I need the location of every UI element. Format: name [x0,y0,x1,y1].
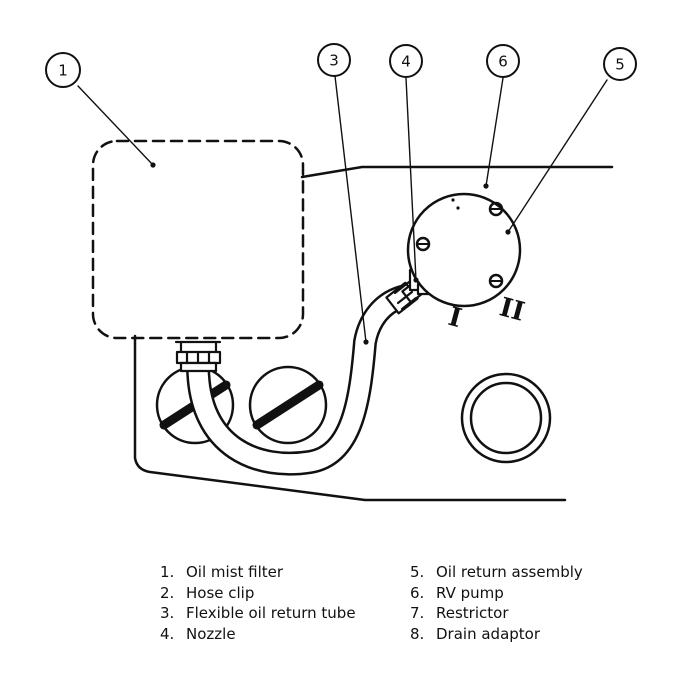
legend-num: 2. [160,583,175,602]
marking-left: I [445,302,465,334]
legend-left: 1. Oil mist filter 2. Hose clip 3. Flexible… [160,562,390,644]
dot-6 [483,183,489,189]
legend-num: 4. [160,624,175,643]
legend-label: Restrictor [436,604,509,622]
dot-plate-b [456,206,460,210]
legend-item: 7. Restrictor [410,603,650,624]
callout-label-1: 1 [58,62,68,80]
callout-circle-4 [389,44,423,78]
legend-label: Oil return assembly [436,563,583,581]
legend-item: 4. Nozzle [160,624,390,645]
legend-label: Drain adaptor [436,624,541,643]
legend-right: 5. Oil return assembly 6. RV pump 7. Restri… [410,562,650,644]
legend-item: 1. Oil mist filter [160,562,390,583]
callout-label-6: 6 [498,53,508,71]
marking-right: II [496,292,527,327]
legend-item: 3. Flexible oil return tube [160,603,390,624]
legend-num: 7. [410,604,425,622]
legend-num: 3. [160,604,175,622]
callout-label-4: 4 [401,53,411,71]
oil-return-assembly [406,192,522,308]
legend-label: RV pump [436,583,504,602]
callout-circle-3 [317,43,351,77]
legend-item: 6. RV pump [410,583,650,604]
oil-mist-filter [91,139,305,340]
callout-circle-5 [603,47,637,81]
legend-label: Hose clip [186,583,255,602]
legend-label: Nozzle [186,624,236,643]
callout-circle-1 [45,52,81,88]
port-middle [248,365,328,445]
dot-3 [363,339,369,345]
legend-num: 5. [410,563,425,581]
leader-4 [405,77,417,281]
callout-circle-6 [486,44,520,78]
legend-item: 5. Oil return assembly [410,562,650,583]
legend-label: Flexible oil return tube [186,604,356,622]
legend-num: 8. [410,624,425,643]
callout-label-5: 5 [615,56,625,74]
dot-1 [150,162,156,168]
dot-plate-a [451,198,455,202]
dot-4 [413,277,419,283]
leader-5 [507,79,608,233]
callout-label-3: 3 [329,52,339,70]
leader-1 [77,85,154,166]
leader-3 [334,75,367,343]
legend-item: 8. Drain adaptor [410,624,650,645]
legend-num: 1. [160,563,175,581]
legend-item: 2. Hose clip [160,583,390,604]
pump-body-outline [133,165,614,502]
leader-6 [485,77,504,187]
port-right [460,372,552,464]
drain-adaptor [174,340,222,373]
legend-num: 6. [410,583,425,602]
legend-label: Oil mist filter [186,563,284,581]
dot-5 [505,229,511,235]
